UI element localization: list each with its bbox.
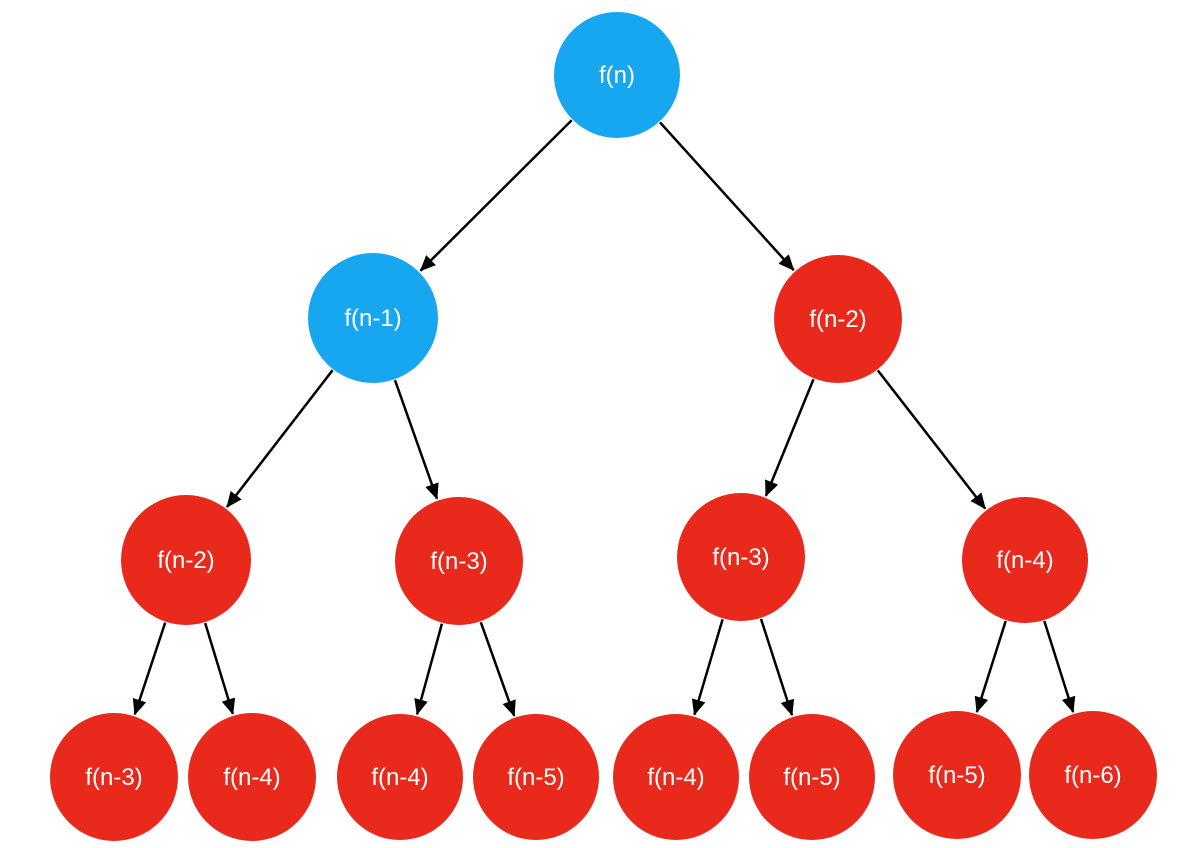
tree-node-circle bbox=[121, 495, 251, 625]
tree-edge-arrow bbox=[204, 622, 236, 715]
tree-edge-arrow bbox=[226, 369, 334, 508]
tree-edge-arrow bbox=[974, 620, 1007, 714]
tree-node: f(n-4) bbox=[188, 713, 316, 841]
nodes-layer: f(n)f(n-1)f(n-2)f(n-2)f(n-3)f(n-3)f(n-4)… bbox=[50, 12, 1157, 841]
tree-node: f(n-2) bbox=[121, 495, 251, 625]
tree-edge-arrow bbox=[659, 121, 795, 271]
tree-edge-arrow bbox=[419, 119, 573, 272]
tree-edge-arrow bbox=[393, 379, 439, 500]
tree-node-circle bbox=[554, 12, 680, 138]
tree-node: f(n-4) bbox=[337, 714, 463, 840]
tree-node: f(n-4) bbox=[613, 714, 739, 840]
tree-node: f(n-5) bbox=[893, 711, 1021, 839]
tree-node-circle bbox=[395, 497, 523, 625]
tree-node: f(n-3) bbox=[677, 493, 805, 621]
tree-node-circle bbox=[962, 497, 1088, 623]
tree-node-circle bbox=[308, 253, 438, 383]
tree-edge-arrow bbox=[1043, 620, 1076, 714]
tree-node-circle bbox=[473, 714, 599, 840]
tree-node-circle bbox=[337, 714, 463, 840]
tree-node-circle bbox=[749, 714, 875, 840]
tree-node-circle bbox=[893, 711, 1021, 839]
edges-layer bbox=[132, 119, 1076, 717]
tree-node-circle bbox=[613, 714, 739, 840]
tree-node: f(n-5) bbox=[473, 714, 599, 840]
tree-edge-arrow bbox=[876, 369, 987, 510]
tree-node-circle bbox=[188, 713, 316, 841]
tree-node-circle bbox=[774, 255, 902, 383]
tree-node-circle bbox=[677, 493, 805, 621]
tree-edge-arrow bbox=[414, 623, 444, 716]
tree-edge-arrow bbox=[691, 618, 724, 716]
tree-edge-arrow bbox=[764, 378, 815, 497]
tree-node: f(n-4) bbox=[962, 497, 1088, 623]
tree-edge-arrow bbox=[759, 618, 795, 717]
tree-node: f(n-3) bbox=[395, 497, 523, 625]
tree-node: f(n-1) bbox=[308, 253, 438, 383]
tree-edge-arrow bbox=[479, 621, 516, 717]
tree-node: f(n-3) bbox=[50, 713, 178, 841]
tree-node-circle bbox=[50, 713, 178, 841]
tree-node-circle bbox=[1029, 711, 1157, 839]
tree-edge-arrow bbox=[132, 622, 167, 716]
tree-node: f(n) bbox=[554, 12, 680, 138]
tree-node: f(n-5) bbox=[749, 714, 875, 840]
tree-node: f(n-2) bbox=[774, 255, 902, 383]
tree-node: f(n-6) bbox=[1029, 711, 1157, 839]
